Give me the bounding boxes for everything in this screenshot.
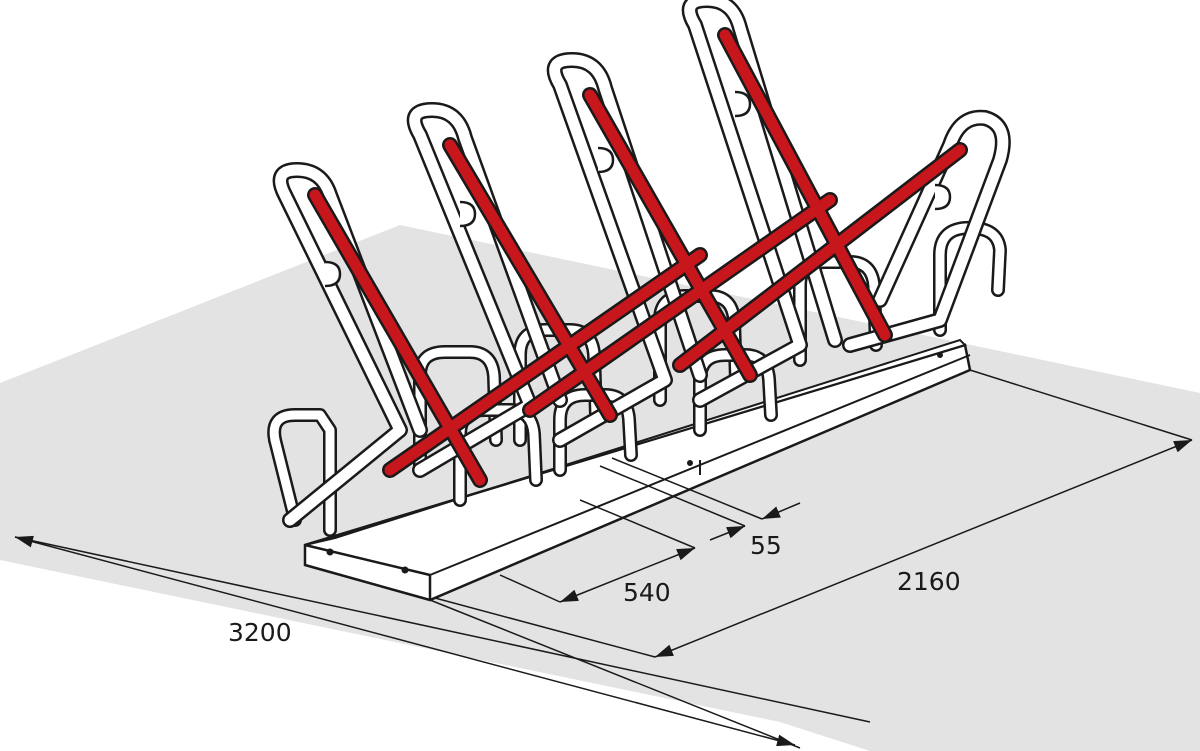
extension-line	[969, 369, 1193, 441]
extension-line	[579, 499, 696, 549]
dimension-lines	[14, 369, 1193, 749]
dim-line-3200	[14, 535, 796, 747]
dim-line-55b	[761, 502, 801, 520]
dim-line-2160	[654, 439, 1193, 658]
extension-line	[499, 574, 561, 603]
extension-line	[611, 457, 763, 520]
dim-line-540	[559, 547, 696, 603]
reflective-stripes	[307, 27, 968, 488]
dimension-label-2160: 2160	[897, 567, 961, 596]
hook-details	[324, 90, 952, 288]
extension-line	[434, 597, 656, 658]
dim-line-55	[709, 525, 746, 541]
dimension-label-55: 55	[750, 531, 782, 560]
dimension-label-3200: 3200	[228, 618, 292, 647]
tall-loops	[272, 0, 1011, 528]
dimension-label-540: 540	[623, 578, 671, 607]
extension-line	[599, 465, 746, 527]
